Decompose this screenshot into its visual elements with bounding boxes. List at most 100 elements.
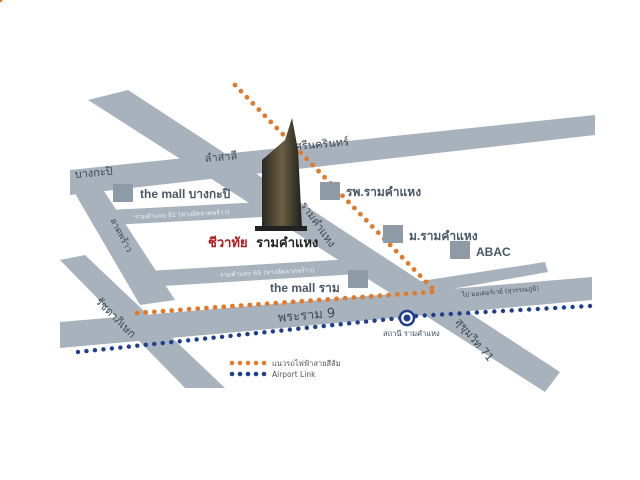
route-dot xyxy=(325,297,331,302)
road-label-bangkapi: บางกะปิ xyxy=(74,165,113,181)
route-dot xyxy=(169,308,175,313)
route-dot xyxy=(279,328,284,333)
route-dot xyxy=(253,360,259,366)
route-dot xyxy=(417,273,423,279)
road-label-srinakarin: ศรีนครินทร์ xyxy=(294,135,349,153)
route-dot xyxy=(152,341,157,347)
project-name-black: รามคำแหง xyxy=(256,235,318,251)
route-dot xyxy=(101,347,106,352)
station-label: สถานี รามคำแหง xyxy=(383,329,440,338)
route-dot xyxy=(308,298,313,304)
route-dot xyxy=(526,307,532,312)
route-dot xyxy=(321,323,326,329)
route-dot xyxy=(229,360,235,366)
route-dot xyxy=(351,205,357,211)
legend-orange-label: แนวรถไฟฟ้าสายสีส้ม xyxy=(272,359,341,368)
landmark-abac: ABAC xyxy=(476,245,511,259)
route-dot xyxy=(268,119,274,125)
route-dot xyxy=(448,311,453,317)
route-dot xyxy=(262,113,268,119)
route-dot xyxy=(143,309,149,315)
route-dot xyxy=(403,291,409,297)
route-dot xyxy=(304,156,310,162)
route-dot xyxy=(221,304,227,310)
route-dot xyxy=(342,295,348,301)
route-dot xyxy=(587,303,593,309)
route-dot xyxy=(273,300,279,306)
project-name-red: ชีวาทัย xyxy=(208,235,248,251)
route-dot xyxy=(232,82,238,88)
route-dot xyxy=(375,230,381,236)
route-dot xyxy=(204,305,209,311)
route-dot xyxy=(357,211,363,217)
building-icon xyxy=(320,182,340,200)
route-dot xyxy=(561,305,567,310)
route-dot xyxy=(387,242,393,248)
airport-link-route xyxy=(75,303,593,355)
route-dot xyxy=(313,324,318,330)
route-dot xyxy=(237,371,243,377)
route-dot xyxy=(393,248,399,254)
route-dot xyxy=(351,295,357,300)
route-dot xyxy=(287,327,293,332)
route-dot xyxy=(186,306,192,312)
road-label-lamsali: ลำสาลี xyxy=(204,149,238,165)
route-dot xyxy=(238,303,244,308)
route-dot xyxy=(261,371,267,377)
route-dot xyxy=(372,318,377,323)
road-ratchada xyxy=(60,255,225,388)
route-dot xyxy=(261,360,267,366)
route-dot xyxy=(483,309,488,315)
route-dot xyxy=(0,0,3,3)
route-dot xyxy=(399,254,405,260)
route-dot xyxy=(250,101,256,106)
route-dot xyxy=(368,293,374,299)
route-dot xyxy=(253,331,259,336)
route-dot xyxy=(245,331,250,337)
route-dot xyxy=(405,260,411,266)
route-dot xyxy=(429,285,435,291)
route-dot xyxy=(412,290,418,296)
route-dot xyxy=(500,308,506,314)
route-dot xyxy=(304,325,309,331)
route-dot xyxy=(380,317,386,322)
landmark-ram-hospital: รพ.รามคำแหง xyxy=(346,185,421,199)
route-dot xyxy=(338,322,343,327)
route-dot xyxy=(389,316,394,322)
route-dot xyxy=(411,267,417,272)
route-dot xyxy=(330,322,335,328)
route-dot xyxy=(245,360,251,366)
route-dot xyxy=(109,346,115,351)
route-dot xyxy=(160,340,165,346)
route-dot xyxy=(439,312,445,317)
route-dot xyxy=(377,293,383,299)
legend xyxy=(229,360,267,377)
route-dot xyxy=(274,125,280,131)
route-dot xyxy=(429,289,435,295)
route-dot xyxy=(394,292,400,297)
route-dot xyxy=(346,321,352,326)
building-icon xyxy=(348,270,368,288)
landmark-mall-bangkapi: the mall บางกะปิ xyxy=(140,187,231,201)
route-dot xyxy=(340,193,345,199)
landmark-ram-university: ม.รามคำแหง xyxy=(409,229,478,243)
route-dot xyxy=(202,336,208,341)
route-dot xyxy=(177,307,183,313)
route-dot xyxy=(509,308,514,313)
route-dot xyxy=(244,94,250,100)
route-dot xyxy=(280,131,286,137)
route-dot xyxy=(363,217,369,223)
route-dot xyxy=(386,292,392,298)
route-dot xyxy=(544,306,549,311)
route-dot xyxy=(296,326,301,331)
route-dot xyxy=(185,338,191,343)
route-dot xyxy=(92,348,98,353)
building-icon xyxy=(450,241,470,259)
route-dot xyxy=(135,343,140,348)
route-dot xyxy=(118,345,123,350)
route-dot xyxy=(423,279,429,285)
route-dot xyxy=(84,348,89,354)
route-dot xyxy=(457,311,462,316)
route-dot xyxy=(238,88,244,94)
route-dot xyxy=(290,299,296,305)
